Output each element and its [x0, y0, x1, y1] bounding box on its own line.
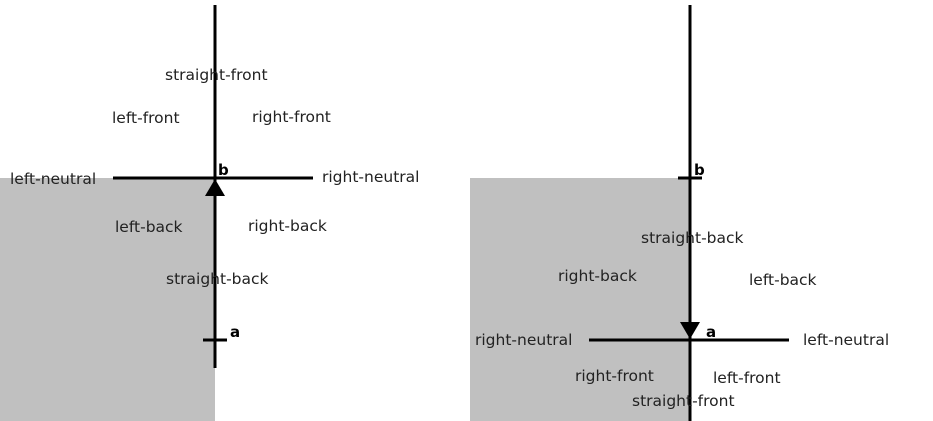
- left-point-b: b: [218, 161, 229, 179]
- left-label-left-neutral: left-neutral: [10, 170, 96, 188]
- left-label-right-front: right-front: [252, 108, 331, 126]
- left-label-straight-back: straight-back: [166, 270, 269, 288]
- right-label-left-front: left-front: [713, 369, 781, 387]
- right-label-left-neutral: left-neutral: [803, 331, 889, 349]
- left-label-right-back: right-back: [248, 217, 327, 235]
- right-label-right-back: right-back: [558, 267, 637, 285]
- right-panel: b a straight-back right-back left-back r…: [470, 5, 889, 421]
- right-label-straight-front: straight-front: [632, 392, 735, 410]
- left-label-right-neutral: right-neutral: [322, 168, 419, 186]
- left-point-a: a: [230, 323, 240, 341]
- right-label-straight-back: straight-back: [641, 229, 744, 247]
- left-panel: b a straight-front left-front right-fron…: [0, 5, 419, 421]
- left-arrow-up-icon: [205, 179, 225, 196]
- right-point-a: a: [706, 323, 716, 341]
- left-label-straight-front: straight-front: [165, 66, 268, 84]
- left-label-left-front: left-front: [112, 109, 180, 127]
- left-shaded-region: [0, 178, 215, 421]
- left-label-left-back: left-back: [115, 218, 183, 236]
- right-point-b: b: [694, 161, 705, 179]
- right-label-left-back: left-back: [749, 271, 817, 289]
- right-shaded-region: [470, 178, 690, 421]
- right-arrow-down-icon: [680, 322, 700, 339]
- right-label-right-neutral: right-neutral: [475, 331, 572, 349]
- right-label-right-front: right-front: [575, 367, 654, 385]
